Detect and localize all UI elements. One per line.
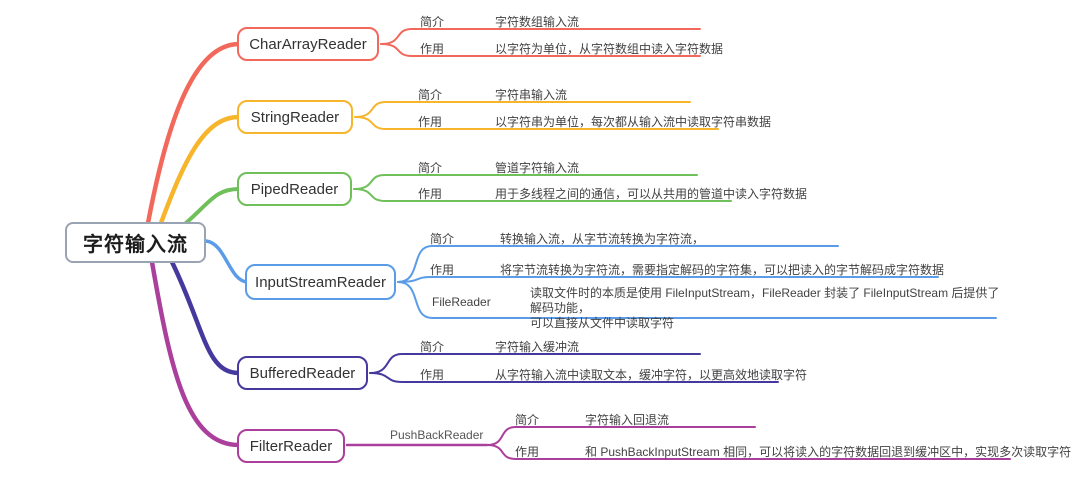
row-content[interactable]: 读取文件时的本质是使用 FileInputStream，FileReader 封… bbox=[530, 286, 1000, 330]
wire-inputstream-intro bbox=[397, 245, 839, 283]
row-content[interactable]: 管道字符输入流 bbox=[495, 161, 580, 175]
node-chararrayreader[interactable]: CharArrayReader bbox=[237, 27, 379, 61]
row-label[interactable]: 简介 bbox=[418, 161, 443, 175]
row-content[interactable]: 将字节流转换为字符流，需要指定解码的字符集，可以把读入的字节解码成字符数据 bbox=[500, 263, 945, 277]
row-label[interactable]: 作用 bbox=[420, 368, 445, 382]
root-node[interactable]: 字符输入流 bbox=[65, 222, 206, 263]
node-bufferedreader[interactable]: BufferedReader bbox=[237, 356, 368, 390]
row-label[interactable]: FileReader bbox=[432, 295, 491, 309]
row-label[interactable]: 简介 bbox=[420, 340, 445, 354]
row-content[interactable]: 以字符串为单位，每次都从输入流中读取字符串数据 bbox=[495, 115, 772, 129]
trunk-bufferedreader bbox=[169, 259, 242, 376]
trunk-chararrayreader bbox=[145, 41, 242, 226]
trunk-filterreader bbox=[149, 259, 242, 448]
row-label[interactable]: 作用 bbox=[418, 115, 443, 129]
row-content[interactable]: 和 PushBackInputStream 相同，可以将读入的字符数据回退到缓冲… bbox=[585, 445, 1072, 459]
wire-chararray-role bbox=[380, 43, 701, 57]
row-label[interactable]: 作用 bbox=[420, 42, 445, 56]
wire-buffered-role bbox=[369, 372, 779, 383]
row-content[interactable]: 字符输入回退流 bbox=[585, 413, 670, 427]
row-content[interactable]: 转换输入流，从字节流转换为字符流， bbox=[500, 232, 705, 246]
node-pipedreader[interactable]: PipedReader bbox=[237, 172, 352, 206]
node-inputstreamreader[interactable]: InputStreamReader bbox=[245, 264, 396, 300]
row-content[interactable]: 字符串输入流 bbox=[495, 88, 568, 102]
wire-piped-role bbox=[353, 188, 732, 202]
trunk-stringreader bbox=[158, 114, 242, 226]
wire-filter-role bbox=[486, 444, 1011, 460]
row-label[interactable]: 简介 bbox=[420, 15, 445, 29]
row-label[interactable]: 作用 bbox=[430, 263, 455, 277]
row-content[interactable]: 字符输入缓冲流 bbox=[495, 340, 580, 354]
row-label[interactable]: 简介 bbox=[418, 88, 443, 102]
wire-inputstream-role bbox=[397, 276, 939, 283]
row-content[interactable]: 以字符为单位，从字符数组中读入字符数据 bbox=[495, 42, 724, 56]
row-label[interactable]: 作用 bbox=[418, 187, 443, 201]
row-label[interactable]: 作用 bbox=[515, 445, 540, 459]
row-content[interactable]: 字符数组输入流 bbox=[495, 15, 580, 29]
node-filterreader[interactable]: FilterReader bbox=[237, 429, 345, 463]
wire-string-role bbox=[354, 116, 719, 130]
row-content[interactable]: 从字符输入流中读取文本，缓冲字符，以更高效地读取字符 bbox=[495, 368, 808, 382]
row-content[interactable]: 用于多线程之间的通信，可以从共用的管道中读入字符数据 bbox=[495, 187, 808, 201]
node-pushbackreader[interactable]: PushBackReader bbox=[390, 428, 484, 442]
row-label[interactable]: 简介 bbox=[515, 413, 540, 427]
row-label[interactable]: 简介 bbox=[430, 232, 455, 246]
node-stringreader[interactable]: StringReader bbox=[237, 100, 353, 134]
trunk-pipedreader bbox=[184, 187, 241, 225]
trunk-inputstreamreader bbox=[204, 239, 250, 284]
wire-inputstream-filereader bbox=[397, 281, 997, 319]
wire-filter-intro bbox=[486, 426, 756, 446]
